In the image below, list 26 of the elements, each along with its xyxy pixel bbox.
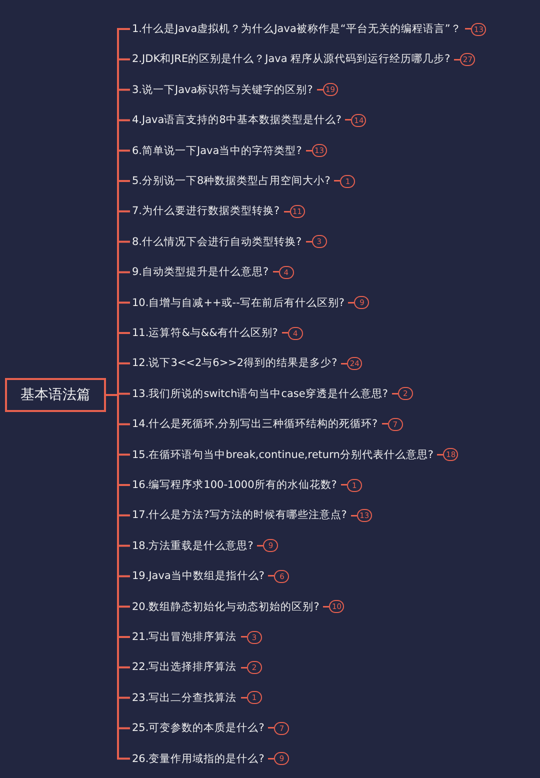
topic-text: 14.什么是死循环,分别写出三种循环结构的死循环? [132,417,378,432]
topic-text: 18.方法重载是什么意思? [132,538,254,553]
topic-text: 10.自增与自减++或--写在前后有什么区别? [132,296,344,310]
topic-text: 12.说下3<<2与6>>2得到的结果是多少? [132,356,338,370]
topic-text: 23.写出二分查找算法 [132,690,237,705]
topic-text: 16.编写程序求100-1000所有的水仙花数? [132,478,337,492]
topic-text: 21.写出冒泡排序算法 [132,630,237,644]
topic-text: 17.什么是方法?写方法的时候有哪些注意点? [132,508,347,522]
topic-text: 1.什么是Java虚拟机？为什么Java被称作是“平台无关的编程语言”？ [132,22,462,36]
topic-text: 6.简单说一下Java当中的字符类型? [132,144,302,158]
topic-text: 2.JDK和JRE的区别是什么？Java 程序从源代码到运行经历哪几步? [132,52,450,66]
topic-text: 9.自动类型提升是什么意思? [132,265,269,280]
topic-text: 19.Java当中数组是指什么? [132,569,264,584]
topic-text: 4.Java语言支持的8中基本数据类型是什么? [132,113,342,128]
topic-text: 8.什么情况下会进行自动类型转换? [132,234,302,249]
topic-text: 13.我们所说的switch语句当中case穿透是什么意思? [132,386,388,401]
topic-text: 22.写出选择排序算法 [132,660,237,674]
topic-text: 20.数组静态初始化与动态初始的区别? [132,600,320,614]
topic-text: 3.说一下Java标识符与关键字的区别? [132,82,313,97]
topic-text: 26.变量作用域指的是什么? [132,752,264,766]
topic-text: 25.可变参数的本质是什么? [132,721,264,736]
root-topic: 基本语法篇 [5,378,106,412]
topic-text: 7.为什么要进行数据类型转换? [132,204,280,218]
topic-text: 11.运算符&与&&有什么区别? [132,326,278,340]
topic-text: 15.在循环语句当中break,continue,return分别代表什么意思? [132,448,434,462]
topic-text: 5.分别说一下8种数据类型占用空间大小? [132,174,330,188]
